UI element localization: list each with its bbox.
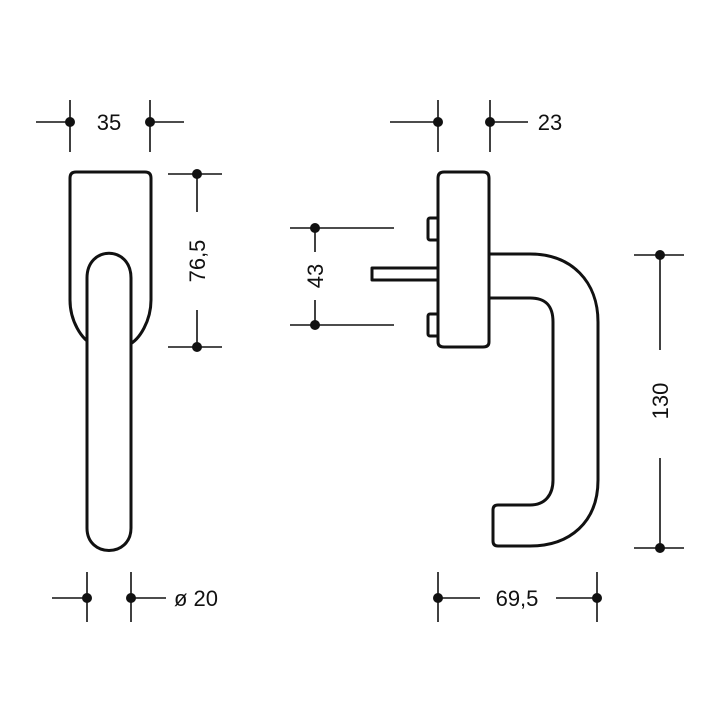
dimension-side-depth: 23 [390,100,562,152]
spindle-spacing-label: 43 [303,264,328,288]
grip-diameter-label: ø 20 [174,586,218,611]
front-grip-outline [85,251,133,552]
side-view [370,170,600,548]
handle-height-label: 130 [648,383,673,420]
dimension-handle-height: 130 [634,250,684,553]
dimension-grip-diameter: ø 20 [52,572,218,622]
front-width-label: 35 [97,110,121,135]
side-handle-outline [486,252,600,548]
dimension-front-width: 35 [36,100,184,152]
dimension-front-height: 76,5 [168,169,222,352]
front-height-label: 76,5 [185,240,210,283]
spindle [370,266,442,282]
dimension-spindle-spacing: 43 [290,223,394,330]
front-view [68,170,153,552]
handle-projection-label: 69,5 [496,586,539,611]
side-rosette-outline [436,170,491,349]
dimension-handle-projection: 69,5 [433,572,602,622]
side-depth-label: 23 [538,110,562,135]
